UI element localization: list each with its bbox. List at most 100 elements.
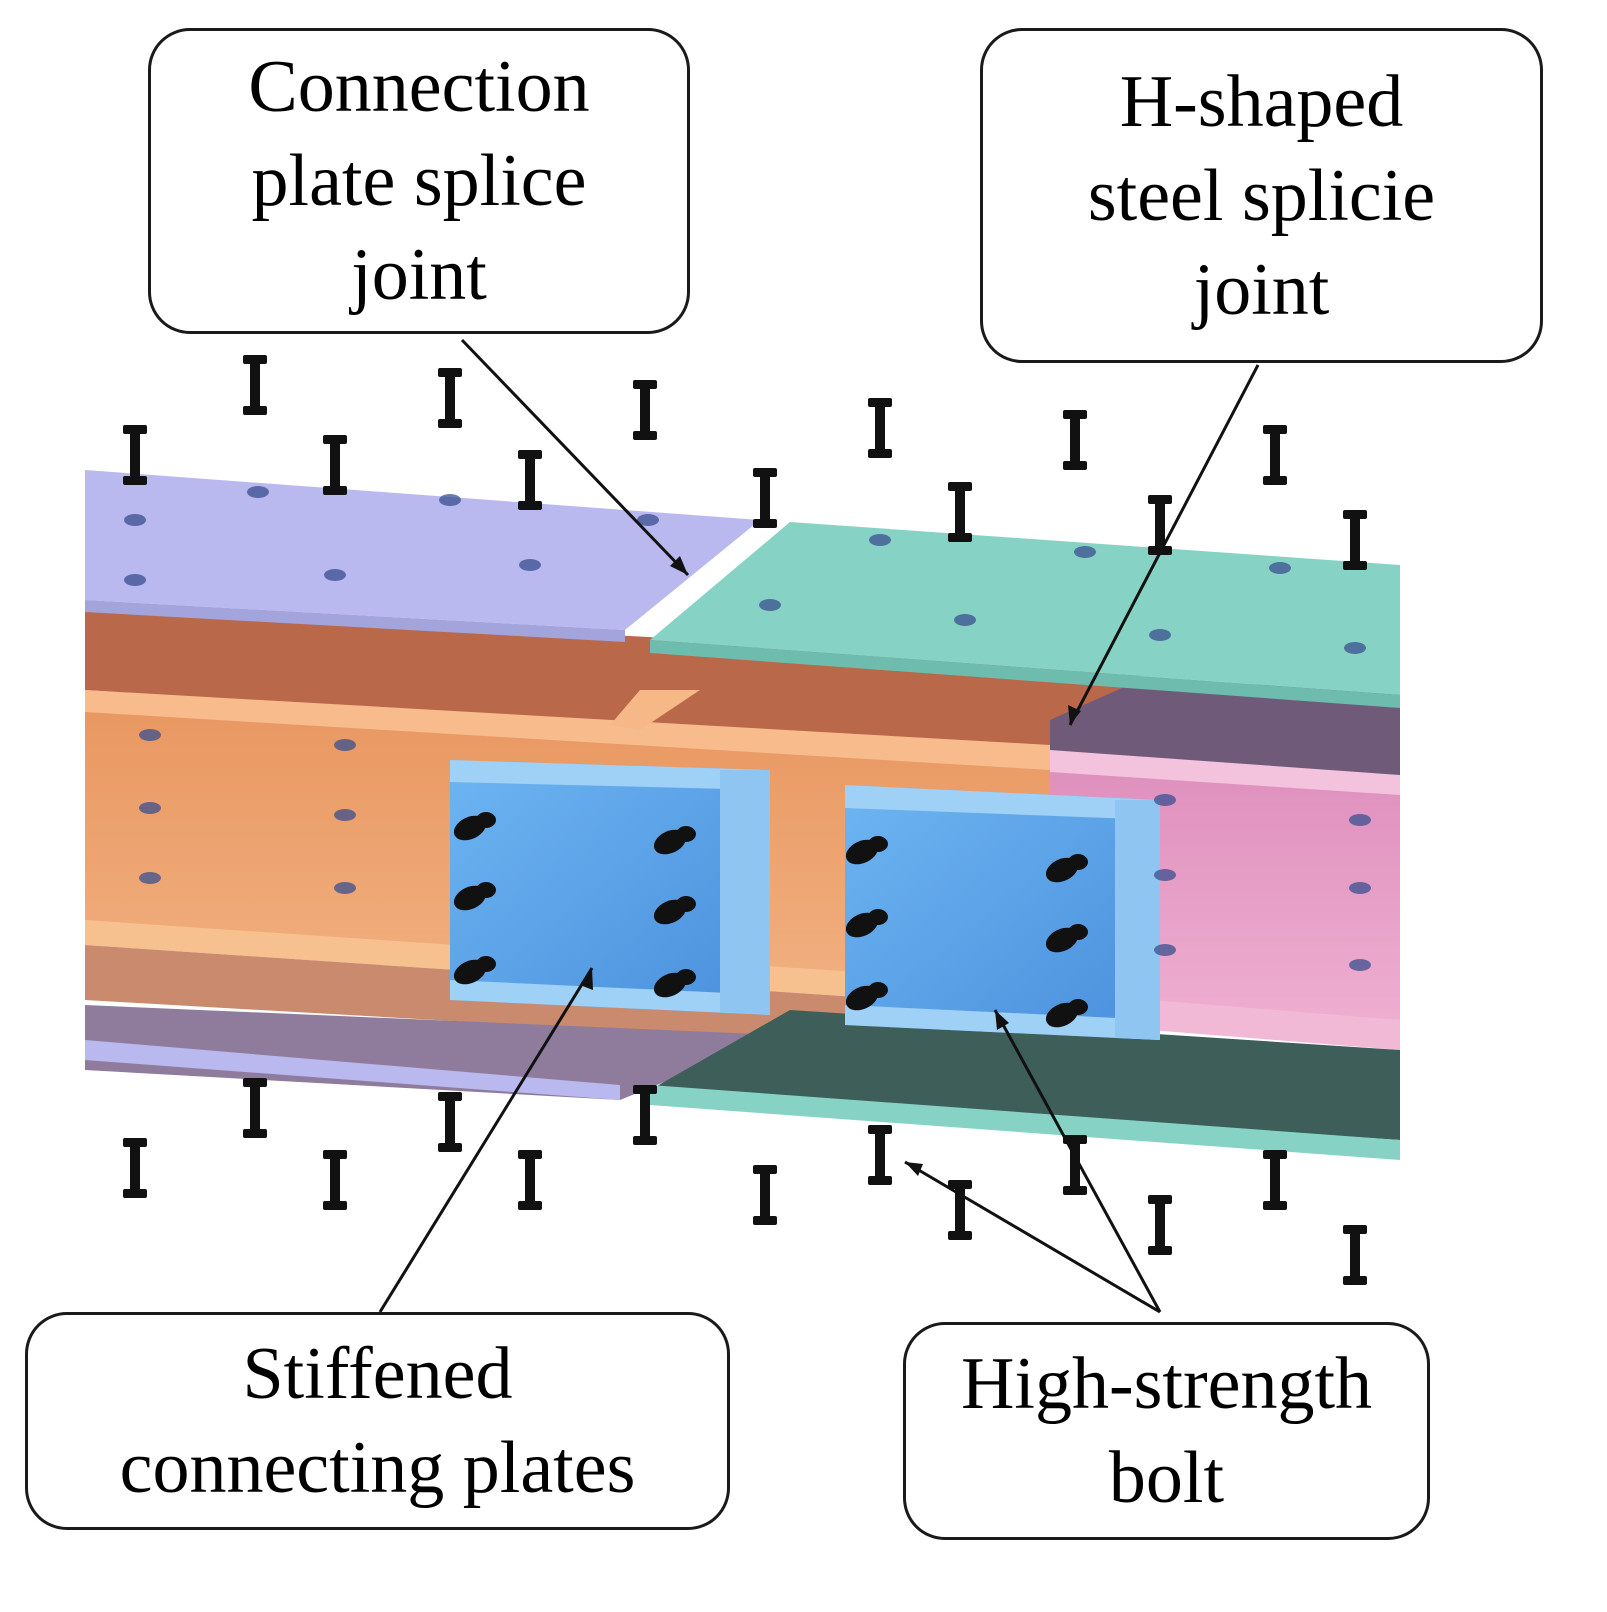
bolt-head (1263, 1150, 1287, 1159)
bolt-head (438, 368, 462, 377)
bolt-shank (476, 812, 496, 828)
leader-h-shaped (1068, 364, 1260, 726)
bolt-hole (954, 614, 976, 626)
bolt-nut (518, 1201, 542, 1210)
bolt-head (323, 1150, 347, 1159)
arrowhead-bolt-b (905, 1162, 923, 1176)
bolt-shank (875, 1125, 885, 1185)
bolt-shank (130, 1138, 140, 1198)
high-strength-bolts (123, 355, 1367, 1285)
bolt-head (323, 435, 347, 444)
callout-line: joint (351, 234, 487, 316)
lower-left-flange-plate (85, 1005, 780, 1100)
leader-connection-plate (460, 338, 690, 577)
bolt-nut (438, 419, 462, 428)
bolt-nut (243, 406, 267, 415)
bolt-head (123, 425, 147, 434)
bolt-hole (247, 486, 269, 498)
bolt-shank (868, 836, 888, 852)
bolt-hole (334, 882, 356, 894)
bolt-shank (1068, 999, 1088, 1015)
lower-right-flange-plate (650, 1010, 1400, 1160)
bolt-nut (1063, 461, 1087, 470)
bolt-nut (1263, 1201, 1287, 1210)
bolt-hole (869, 534, 891, 546)
bolt-nut (948, 1231, 972, 1240)
bolt-head (1343, 510, 1367, 519)
bolt-hole (139, 729, 161, 741)
callout-line: plate splice (251, 140, 587, 222)
bolt-hole (637, 514, 659, 526)
bolt-head (633, 380, 657, 389)
bolt-shank (1350, 510, 1360, 570)
bolt-shank (476, 882, 496, 898)
bolt-shank (640, 1085, 650, 1145)
bolt-hole (324, 569, 346, 581)
bolt-head (243, 1078, 267, 1087)
bolt-shank (676, 826, 696, 842)
callout-h-shaped-steel-splice-joint: H-shaped steel splicie joint (980, 28, 1543, 363)
web-splice-gap (610, 690, 700, 730)
arrowhead-h-shaped (1068, 705, 1081, 725)
bolt-head (1063, 410, 1087, 419)
bolt-nut (948, 533, 972, 542)
bolt-hole (1154, 794, 1176, 806)
callout-stiffened-connecting-plates: Stiffened connecting plates (25, 1312, 730, 1530)
bolt-head (753, 1165, 777, 1174)
upper-left-flange-plate (85, 470, 760, 642)
bolt-nut (1343, 561, 1367, 570)
bolt-head (1343, 1225, 1367, 1234)
bolt-nut (323, 1201, 347, 1210)
bolt-nut (868, 1176, 892, 1185)
arrowhead-bolt-a (995, 1010, 1009, 1030)
bolt-head (518, 450, 542, 459)
bolt-head (753, 468, 777, 477)
bolt-shank (955, 1180, 965, 1240)
arrowhead-connection-plate (670, 556, 688, 575)
bolt-hole (519, 559, 541, 571)
bolt-hole (1349, 959, 1371, 971)
bolt-head (948, 482, 972, 491)
bolt-head (1263, 425, 1287, 434)
bolt-shank (250, 1078, 260, 1138)
bolt-shank (676, 969, 696, 985)
bolt-nut (243, 1129, 267, 1138)
bolt-nut (323, 486, 347, 495)
callout-line: Stiffened (242, 1333, 513, 1415)
bolt-shank (1070, 1135, 1080, 1195)
bolt-shank (640, 380, 650, 440)
leader-stiffened (378, 967, 594, 1313)
bolt-hole (334, 739, 356, 751)
bolt-head (1148, 1195, 1172, 1204)
bolt-hole (139, 802, 161, 814)
bolt-shank (250, 355, 260, 415)
callout-line: steel splicie (1087, 154, 1436, 237)
bolt-nut (123, 476, 147, 485)
bolt-head (1063, 1135, 1087, 1144)
callout-line: High-strength (960, 1343, 1373, 1425)
bolt-shank (330, 1150, 340, 1210)
bolt-hole (139, 872, 161, 884)
bolt-shank (1270, 425, 1280, 485)
bolt-nut (1148, 1246, 1172, 1255)
bolt-head (1148, 495, 1172, 504)
bolt-head (868, 398, 892, 407)
bolt-shank (476, 956, 496, 972)
bolt-hole (759, 599, 781, 611)
bolt-shank (445, 368, 455, 428)
bolt-hole (1154, 869, 1176, 881)
leader-bolt-a (993, 1009, 1162, 1313)
stiffened-plate-right (845, 785, 1160, 1040)
bolt-shank (130, 425, 140, 485)
bolt-shank (868, 982, 888, 998)
callout-high-strength-bolt: High-strength bolt (903, 1322, 1430, 1540)
callout-line: bolt (1108, 1437, 1225, 1519)
bolt-head (438, 1092, 462, 1101)
bolt-shank (1155, 495, 1165, 555)
bolt-hole (439, 494, 461, 506)
bolt-nut (868, 449, 892, 458)
bolt-hole (1349, 814, 1371, 826)
bolt-head (243, 355, 267, 364)
bolt-nut (753, 1216, 777, 1225)
